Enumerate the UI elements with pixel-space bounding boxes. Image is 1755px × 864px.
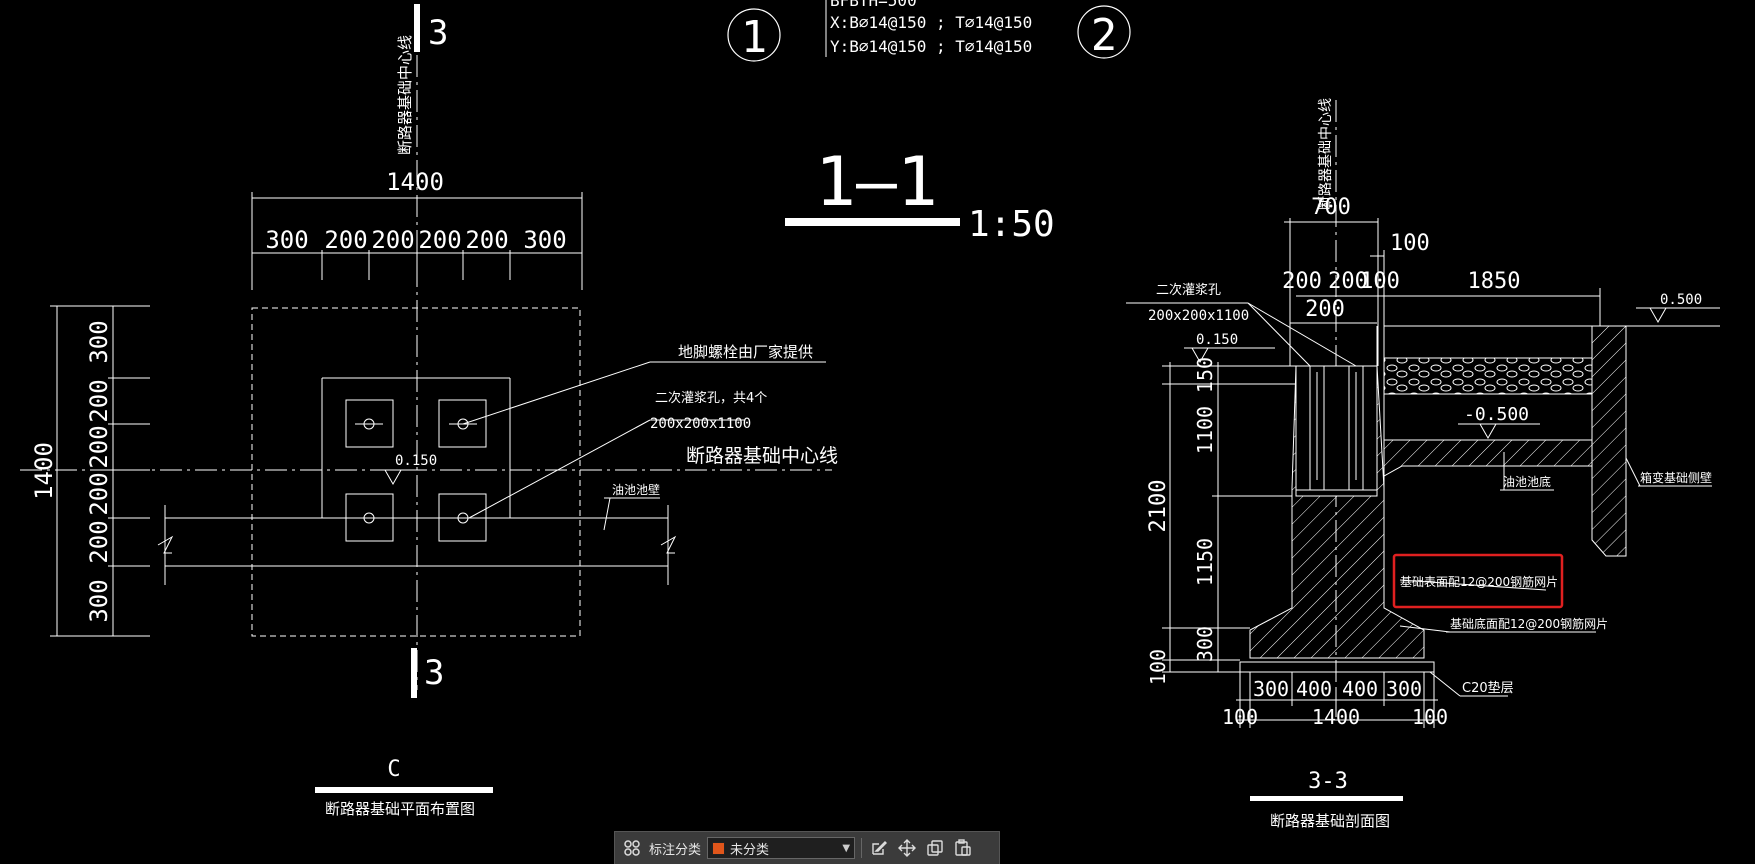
plan-left-dim-1: 300	[85, 320, 113, 363]
section-11-scale: 1:50	[968, 204, 1055, 245]
s33-dim-200a: 200	[1282, 269, 1322, 294]
section-11-title: 1—1 1:50	[785, 143, 1055, 245]
plan-left-dim-3: 200	[85, 425, 113, 468]
s33-grout-label-1: 二次灌浆孔	[1156, 282, 1221, 298]
s33-bottom-100-left: 100	[1222, 705, 1258, 729]
detail-circle-2	[1077, 5, 1131, 59]
plan-elev-label: 0.150	[395, 453, 437, 469]
s33-left-100: 100	[1146, 649, 1170, 685]
plan-grout-note-2: 200x200x1100	[650, 416, 751, 432]
s33-grout-label-2: 200x200x1100	[1148, 308, 1249, 324]
s33-pit-floor-label: 油池池底	[1503, 474, 1551, 489]
plan-section-mark-top: 3	[428, 13, 448, 53]
rebar-x: X:B⌀14@150 ; T⌀14@150	[830, 13, 1032, 32]
s33-top-rebar-note: 基础表面配12@200钢筋网片	[1400, 574, 1558, 589]
s33-dim-700: 700	[1311, 195, 1351, 220]
s33-left-1100: 1100	[1193, 406, 1217, 454]
s33-left-total: 2100	[1146, 480, 1171, 533]
plan-top-dim-1: 300	[265, 226, 308, 254]
plan-top-dim-2: 200	[324, 226, 367, 254]
s33-cushion-label: C20垫层	[1462, 680, 1514, 696]
category-select[interactable]: 未分类 ▼	[707, 837, 856, 859]
section-33-view	[1126, 100, 1720, 728]
plan-left-dim-5: 200	[85, 520, 113, 563]
plan-top-dim-6: 300	[523, 226, 566, 254]
plan-top-dim-4: 200	[418, 226, 461, 254]
plan-left-dim-6: 300	[85, 579, 113, 622]
move-icon[interactable]	[896, 837, 918, 859]
plan-section-mark-bottom: 3	[424, 653, 444, 693]
plan-left-dim-4: 200	[85, 472, 113, 515]
s33-caption-number: 3-3	[1308, 769, 1348, 794]
plan-top-total: 1400	[386, 168, 444, 196]
detail-circle-2-label: 2	[1091, 10, 1118, 61]
s33-dim-200c: 200	[1305, 297, 1345, 322]
s33-left-300: 300	[1193, 626, 1217, 662]
plan-left-dim-2: 200	[85, 379, 113, 422]
plan-caption-letter: C	[387, 757, 400, 782]
chevron-down-icon: ▼	[842, 842, 851, 854]
toolbar-separator	[861, 838, 863, 858]
cad-drawing[interactable]: 1 2 BFBTH=500 X:B⌀14@150 ; T⌀14@150 Y:B⌀…	[0, 0, 1755, 830]
plan-view	[20, 4, 832, 698]
s33-elev-0500: 0.500	[1660, 292, 1702, 308]
paste-icon[interactable]	[952, 837, 974, 859]
s33-left-150: 150	[1193, 357, 1217, 393]
s33-bottom-rebar-note: 基础底面配12@200钢筋网片	[1450, 616, 1608, 631]
plan-grout-note-1: 二次灌浆孔，共4个	[655, 390, 767, 406]
s33-elev-0150: 0.150	[1196, 332, 1238, 348]
plan-top-dim-3: 200	[371, 226, 414, 254]
s33-dim-200b: 200	[1328, 269, 1368, 294]
s33-centerline-label: 断路器基础中心线	[1317, 98, 1334, 210]
plan-centerline-label: 断路器基础中心线	[686, 445, 838, 467]
s33-bottom-100-right: 100	[1412, 705, 1448, 729]
section-11-number: 1—1	[815, 143, 938, 222]
layer-color-swatch	[712, 841, 726, 855]
edit-icon[interactable]	[868, 837, 890, 859]
header: 1 2 BFBTH=500 X:B⌀14@150 ; T⌀14@150 Y:B⌀…	[727, 0, 1131, 63]
highlight-box	[1392, 553, 1564, 609]
s33-dim-100b: 100	[1360, 269, 1400, 294]
plan-caption: 断路器基础平面布置图	[325, 800, 475, 818]
s33-dim-100: 100	[1390, 231, 1430, 256]
annotation-category-label: 标注分类	[649, 842, 702, 858]
plan-left-total: 1400	[30, 442, 58, 500]
detail-circle-1-label: 1	[741, 12, 768, 63]
rebar-text-top: BFBTH=500	[830, 0, 917, 10]
s33-side-wall-label: 箱变基础侧壁	[1640, 470, 1712, 485]
s33-left-1150: 1150	[1193, 538, 1217, 586]
plan-pit-wall-label: 油池池壁	[612, 482, 660, 497]
plan-anchor-note: 地脚螺栓由厂家提供	[678, 343, 813, 361]
s33-bottom-dim-2: 400	[1296, 677, 1332, 701]
grid-icon[interactable]	[621, 837, 643, 859]
plan-centerline-vertical-label: 断路器基础中心线	[396, 35, 414, 155]
s33-caption: 断路器基础剖面图	[1270, 812, 1390, 830]
s33-dim-1850: 1850	[1468, 269, 1521, 294]
plan-top-dim-5: 200	[465, 226, 508, 254]
copy-icon[interactable]	[924, 837, 946, 859]
annotation-toolbar: 标注分类 未分类 ▼	[614, 831, 1000, 864]
s33-elev-neg0500: -0.500	[1464, 404, 1529, 425]
s33-bottom-dim-3: 400	[1342, 677, 1378, 701]
s33-bottom-dim-1: 300	[1253, 677, 1289, 701]
s33-bottom-total: 1400	[1312, 705, 1360, 729]
detail-circle-1	[727, 8, 781, 62]
category-select-value: 未分类	[730, 842, 770, 858]
rebar-y: Y:B⌀14@150 ; T⌀14@150	[830, 37, 1032, 56]
s33-bottom-dim-4: 300	[1386, 677, 1422, 701]
